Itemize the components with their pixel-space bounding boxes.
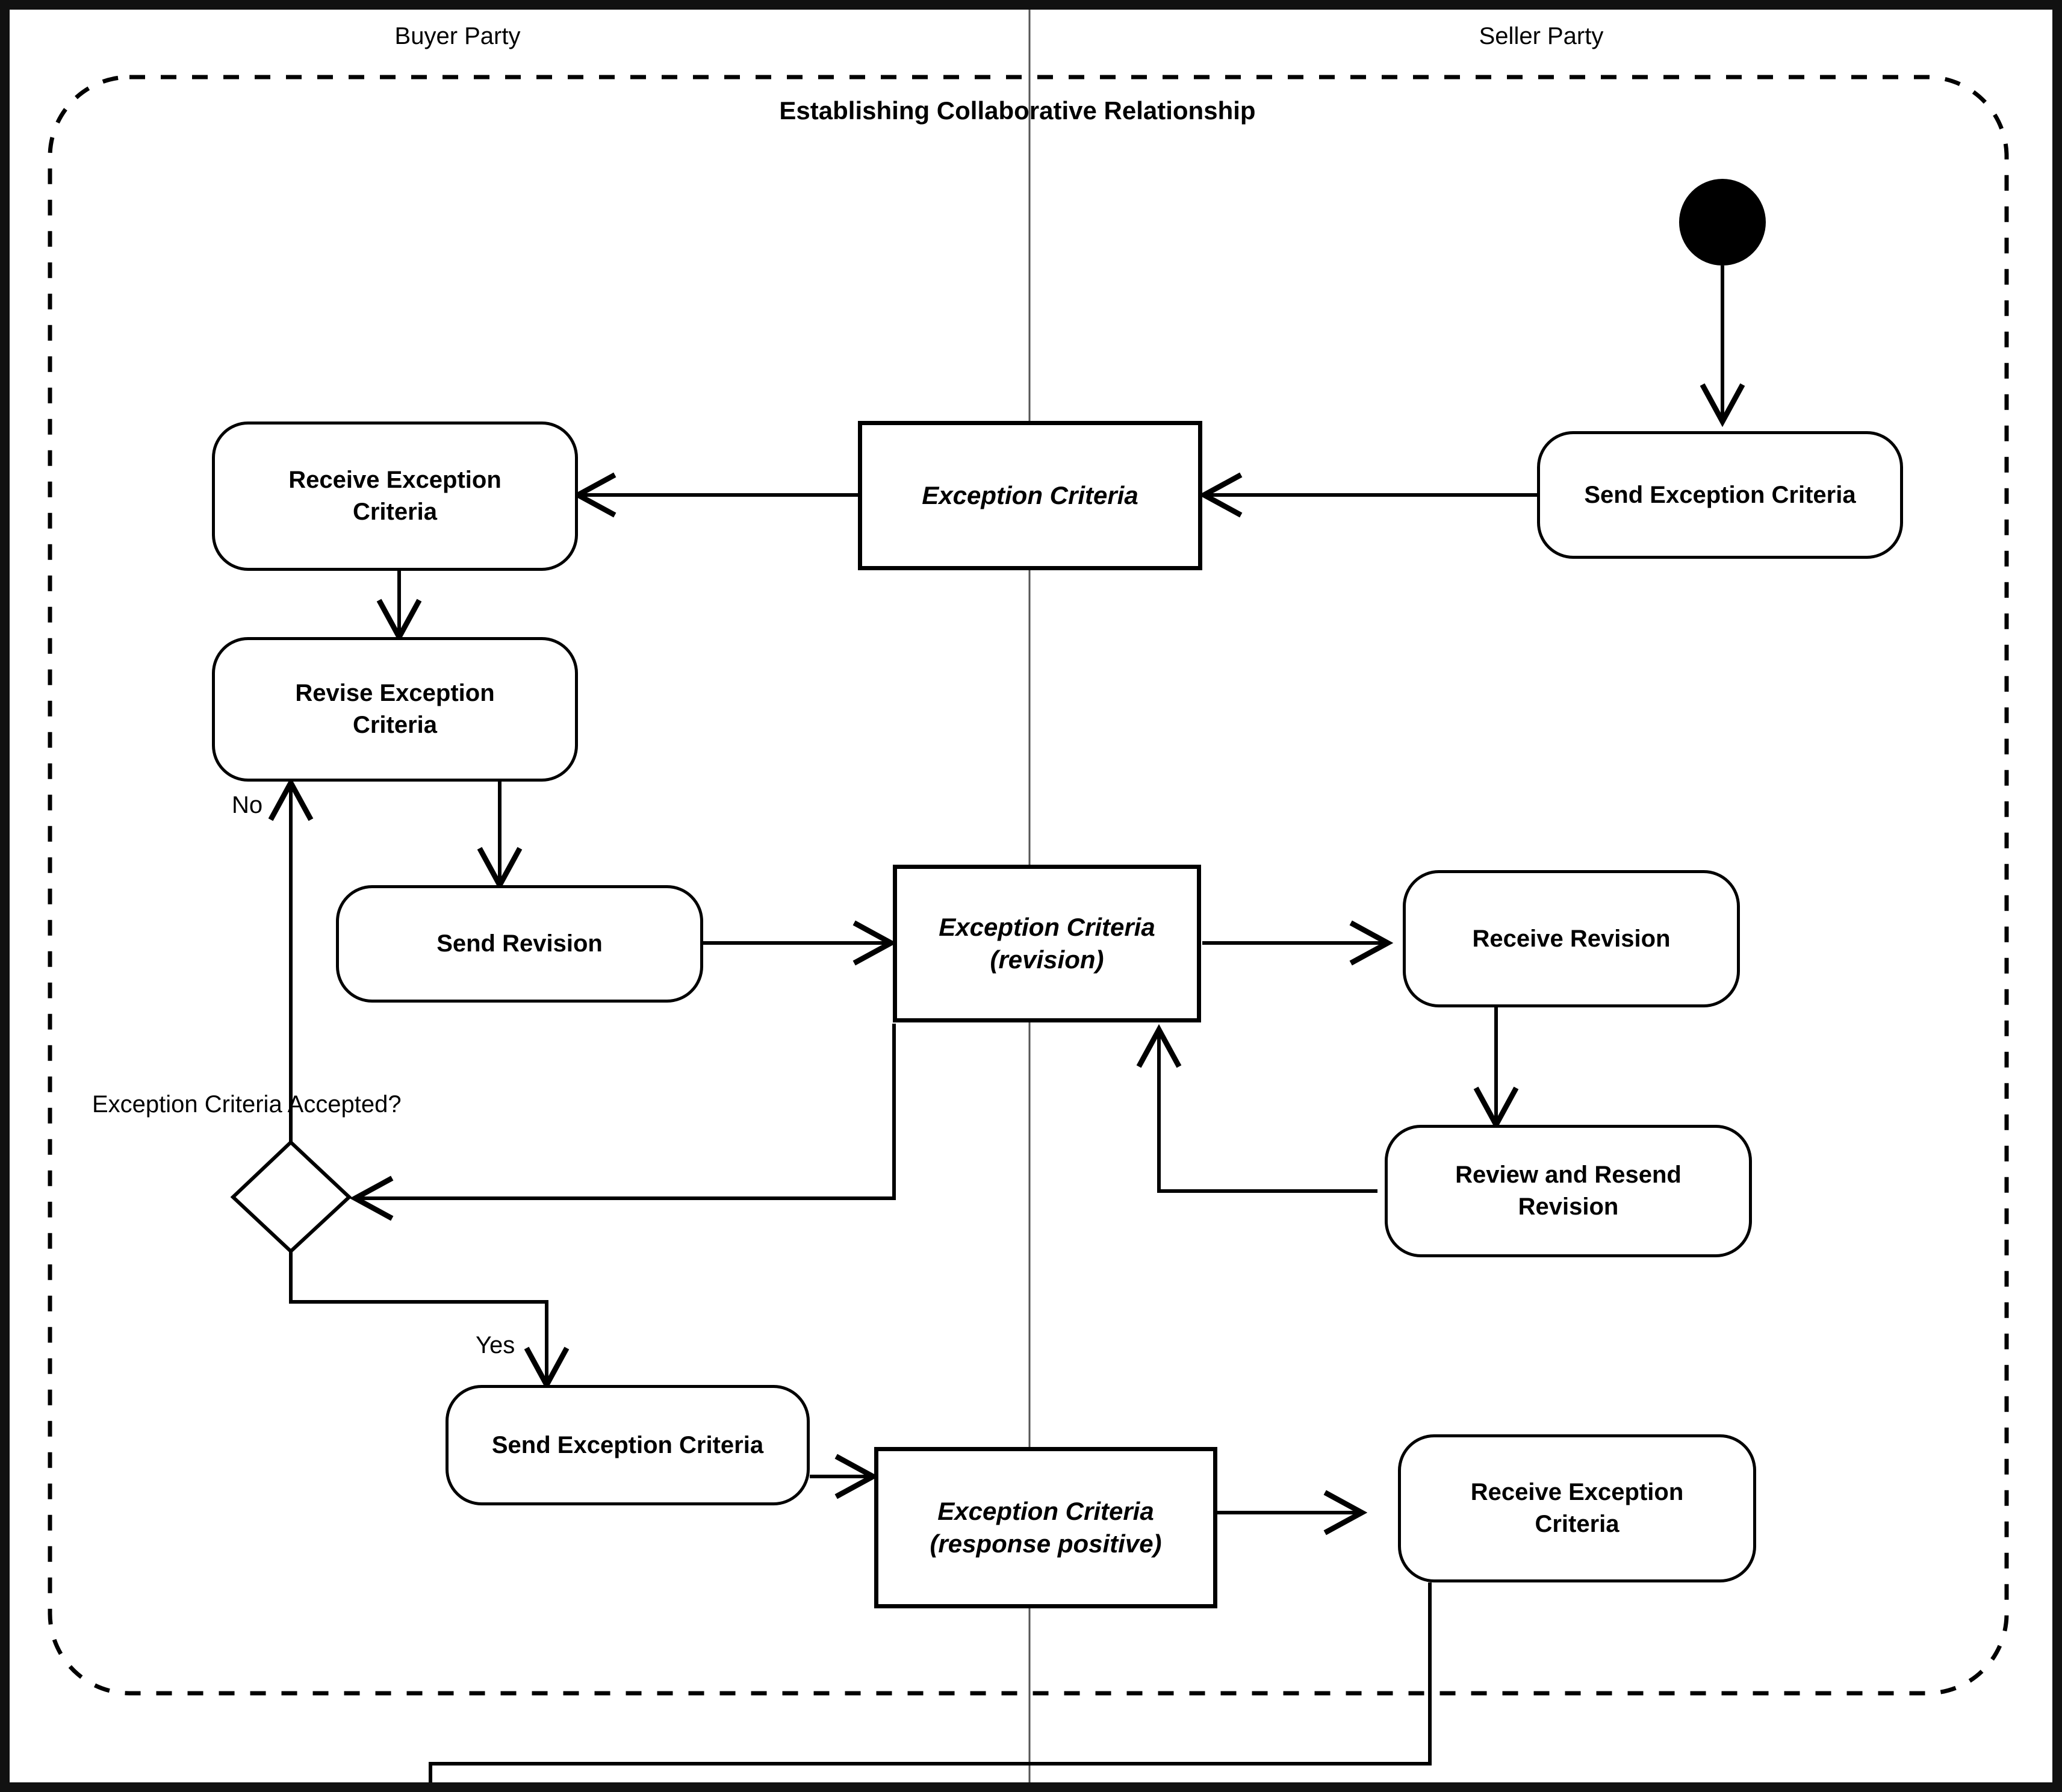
node-label-line1: Exception Criteria	[939, 913, 1155, 942]
node-label-line1: Receive Exception	[288, 467, 502, 494]
node-label: Receive Revision	[1472, 925, 1671, 952]
edge-review-to-objectrevision	[1136, 1024, 1377, 1193]
action-send-revision[interactable]: Send Revision	[336, 885, 703, 1003]
partition-label-seller: Seller Party	[1479, 23, 1604, 49]
node-label: Send Exception Criteria	[491, 1431, 764, 1458]
node-label-line2: (response positive)	[930, 1529, 1162, 1558]
node-label-line1: Exception Criteria	[937, 1497, 1154, 1526]
activity-frame-title: Establishing Collaborative Relationship	[779, 96, 1256, 125]
object-exception-criteria-revision[interactable]: Exception Criteria (revision)	[893, 865, 1201, 1022]
action-send-exception-criteria-seller[interactable]: Send Exception Criteria	[1537, 431, 1903, 559]
edge-receiveseller-to-offpage	[429, 1582, 1432, 1792]
node-label-line2: Criteria	[1535, 1511, 1619, 1537]
guard-label-no: No	[232, 792, 263, 818]
node-label-line2: Criteria	[352, 499, 438, 525]
node-label-line2: Revision	[1518, 1193, 1619, 1220]
action-revise-exception-criteria[interactable]: Revise Exception Criteria	[212, 637, 578, 782]
node-label-line1: Revise Exception	[295, 680, 495, 707]
action-receive-exception-criteria-buyer[interactable]: Receive Exception Criteria	[212, 422, 578, 571]
node-label-line1: Review and Resend	[1455, 1162, 1682, 1189]
object-exception-criteria-response[interactable]: Exception Criteria (response positive)	[874, 1447, 1217, 1608]
initial-node-circle	[1679, 179, 1766, 266]
action-receive-exception-criteria-seller[interactable]: Receive Exception Criteria	[1398, 1434, 1756, 1582]
decision-question-label: Exception Criteria Accepted?	[92, 1091, 402, 1118]
object-exception-criteria[interactable]: Exception Criteria	[858, 421, 1202, 570]
node-label: Send Exception Criteria	[1584, 481, 1856, 508]
action-review-and-resend-revision[interactable]: Review and Resend Revision	[1385, 1125, 1752, 1257]
node-label-line2: (revision)	[990, 945, 1104, 974]
decision-diamond	[230, 1139, 352, 1254]
action-receive-revision[interactable]: Receive Revision	[1403, 870, 1740, 1007]
node-label-line1: Receive Exception	[1470, 1479, 1684, 1506]
action-send-exception-criteria-buyer[interactable]: Send Exception Criteria	[446, 1385, 810, 1505]
partition-label-buyer: Buyer Party	[394, 23, 521, 49]
edge-objectrevision-to-decision	[349, 1024, 896, 1221]
guard-label-yes: Yes	[476, 1332, 515, 1358]
node-label: Send Revision	[436, 930, 603, 957]
node-label: Exception Criteria	[922, 481, 1138, 510]
edge-decision-yes-to-send	[289, 1251, 570, 1391]
node-label-line2: Criteria	[352, 712, 438, 738]
